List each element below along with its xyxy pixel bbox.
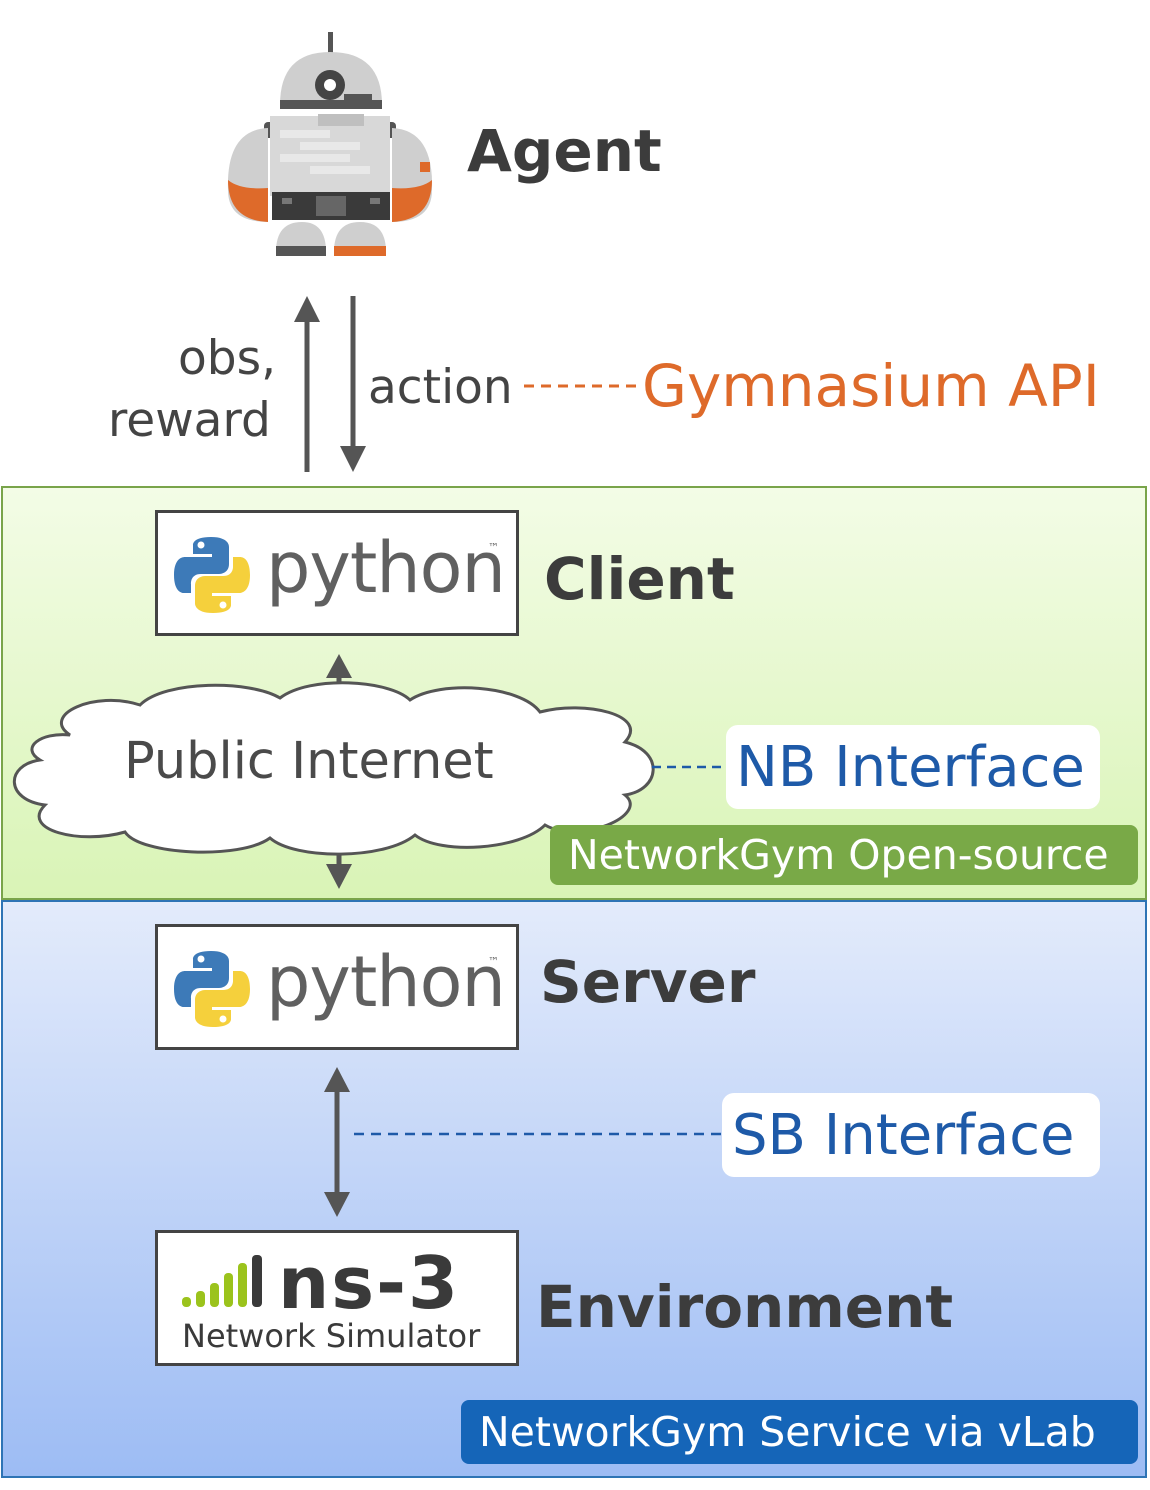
trademark: ™	[488, 955, 499, 968]
internet-connectors	[12, 654, 728, 889]
python-wordmark: python	[266, 941, 506, 1023]
obs-label: obs,	[178, 331, 277, 386]
ns3-wordmark: ns-3	[278, 1241, 461, 1325]
server-python-logo: python ™	[155, 924, 519, 1050]
agent-label: Agent	[467, 117, 662, 185]
open-source-badge: NetworkGym Open-source	[550, 825, 1138, 885]
gym-api-connectors	[294, 296, 640, 472]
reward-label: reward	[108, 393, 271, 448]
nb-interface-label: NB Interface	[726, 725, 1100, 809]
python-icon	[174, 951, 250, 1027]
robot-agent-icon	[227, 32, 433, 256]
sb-interface-label: SB Interface	[722, 1093, 1100, 1177]
gymnasium-api-label: Gymnasium API	[642, 352, 1100, 420]
python-wordmark: python	[266, 527, 506, 609]
trademark: ™	[488, 541, 499, 554]
ns3-subtitle: Network Simulator	[182, 1317, 481, 1355]
ns3-logo: ns-3 Network Simulator	[155, 1230, 519, 1366]
sb-connectors	[324, 1067, 724, 1217]
public-internet-label: Public Internet	[124, 732, 494, 791]
server-label: Server	[540, 948, 756, 1016]
client-label: Client	[544, 545, 735, 613]
action-label: action	[368, 360, 513, 415]
client-python-logo: python ™	[155, 510, 519, 636]
environment-label: Environment	[536, 1273, 954, 1341]
signal-bars-icon	[182, 1255, 262, 1307]
service-badge: NetworkGym Service via vLab	[461, 1400, 1138, 1464]
python-icon	[174, 537, 250, 613]
